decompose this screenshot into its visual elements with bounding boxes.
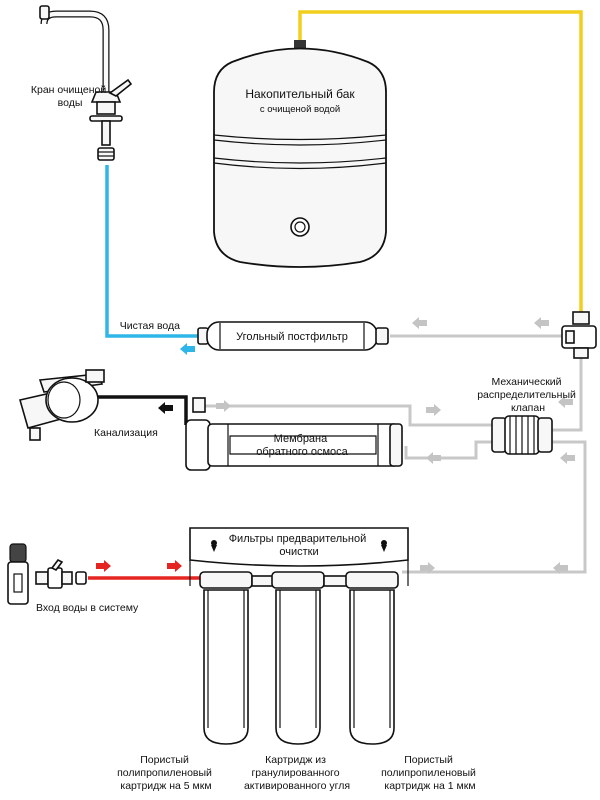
inlet-arrow <box>96 560 111 572</box>
drain-arrow <box>158 402 173 414</box>
housing-2-icon <box>271 571 325 745</box>
tee-fitting-icon <box>561 311 597 359</box>
drain-saddle-icon <box>18 369 105 441</box>
tank-title: Накопительный бак <box>245 87 355 101</box>
housing-1-icon <box>199 571 253 745</box>
flow-arrow <box>216 400 231 412</box>
flow-arrow <box>412 317 427 329</box>
inlet-valve-icon <box>7 543 87 605</box>
inlet-arrow <box>167 560 182 572</box>
prefilters-label: Фильтры предварительной очистки <box>229 533 370 558</box>
flow-arrow <box>426 452 441 464</box>
cartridge-2-label: Картридж из гранулированного активирован… <box>244 754 350 792</box>
gray-pipe-prefilter-valve <box>402 440 587 574</box>
flow-arrow <box>426 404 441 416</box>
drain-label: Канализация <box>94 427 158 439</box>
tank-subtitle: с очищеной водой <box>260 104 340 115</box>
drain-pipe <box>83 395 188 425</box>
valve-label: Механический распределительный клапан <box>477 376 579 414</box>
postfilter-label: Угольный постфильтр <box>236 331 348 343</box>
tank-pipe <box>298 10 583 314</box>
clean-water-arrow <box>180 343 195 355</box>
prefilter-bracket-icon <box>189 527 409 586</box>
gray-pipe-membrane-valve <box>198 398 492 427</box>
housing-3-icon <box>345 571 399 745</box>
faucet-icon <box>39 5 133 161</box>
clean-water-pipe <box>105 165 198 338</box>
membrane-label: Мембрана обратного осмоса <box>256 433 348 458</box>
cartridge-3-label: Пористый полипропиленовый картридж на 1 … <box>381 754 479 792</box>
gray-pipe-valve-tee <box>552 352 583 432</box>
clean-water-label: Чистая вода <box>120 320 180 332</box>
storage-tank-icon <box>213 40 387 268</box>
gray-pipe-valve-membrane <box>404 440 493 460</box>
ro-membrane-icon <box>185 397 403 471</box>
cartridge-1-label: Пористый полипропиленовый картридж на 5 … <box>117 754 215 792</box>
inlet-label: Вход воды в систему <box>36 602 139 614</box>
flow-arrow <box>534 317 549 329</box>
prefilter-housings <box>199 571 399 745</box>
postfilter-icon <box>197 321 389 351</box>
flow-arrow <box>560 452 575 464</box>
faucet-label: Кран очищеной воды <box>31 84 109 109</box>
distribution-valve-icon <box>491 415 553 455</box>
